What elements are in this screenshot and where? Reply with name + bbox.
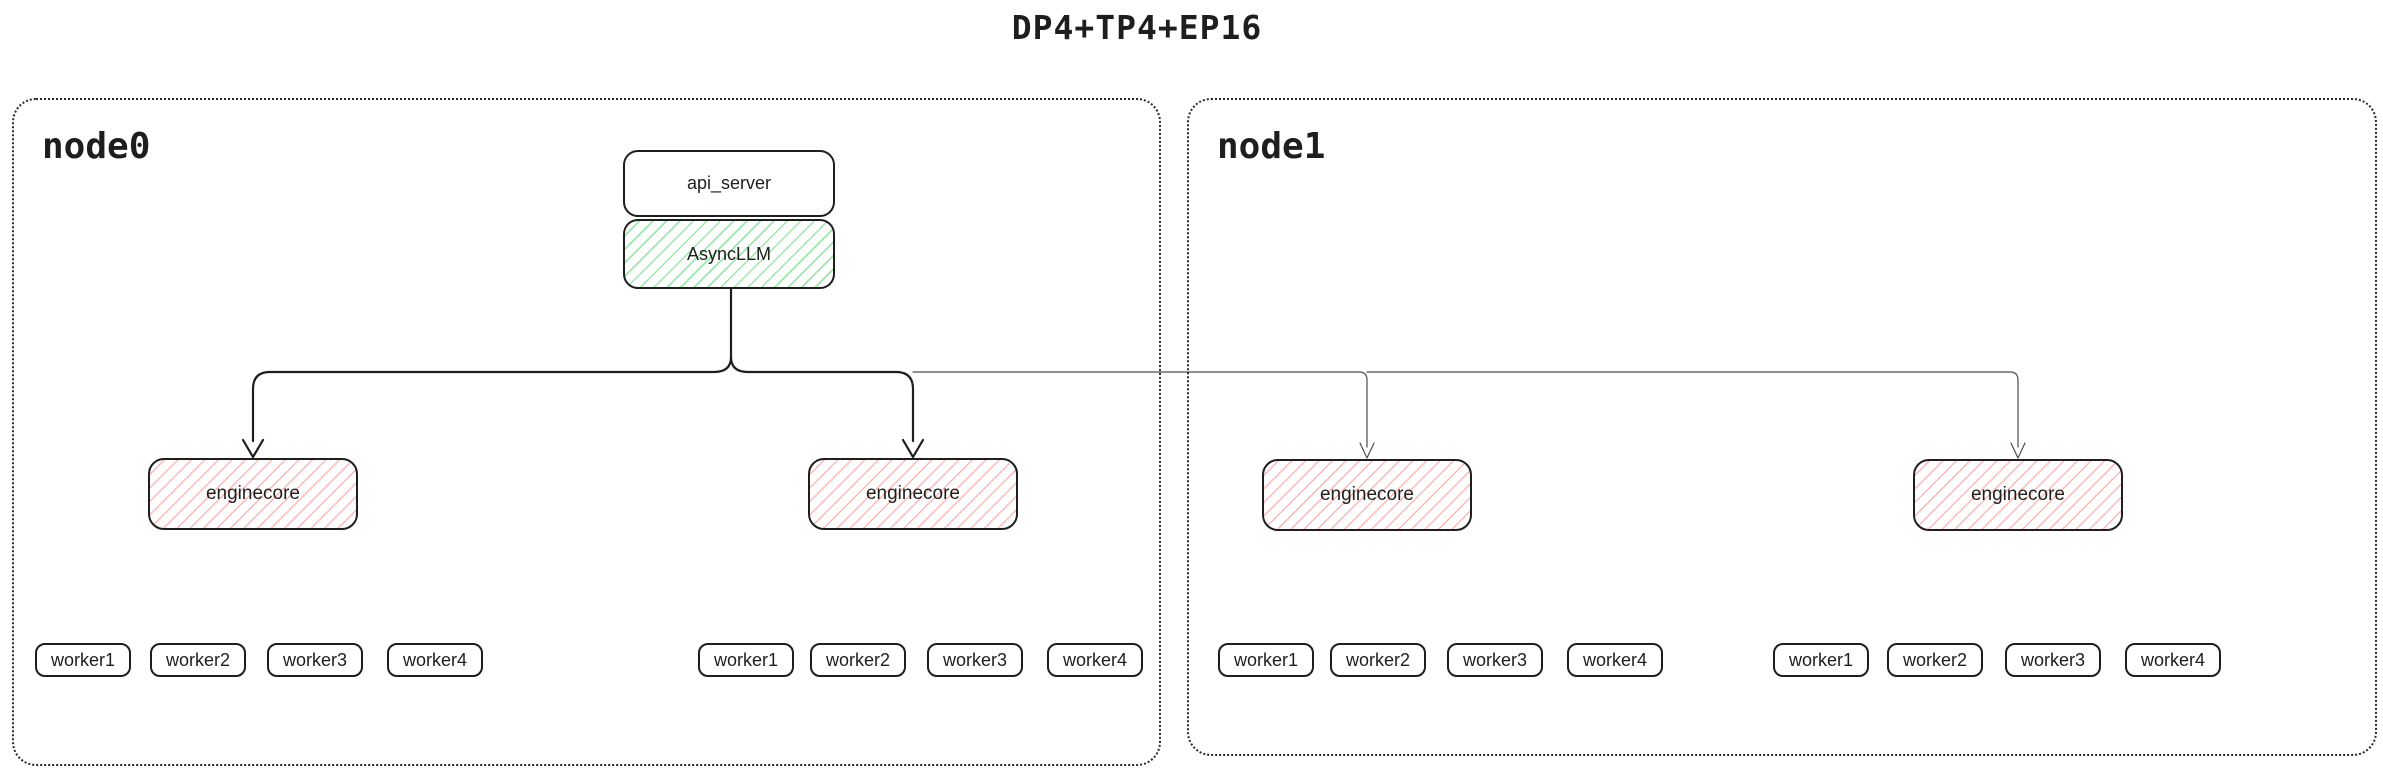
node1-enginecore1-box: enginecore [1262,459,1472,531]
enginecore-label: enginecore [1319,484,1415,505]
worker-box: worker2 [1887,643,1983,677]
node1-enginecore2-box: enginecore [1913,459,2123,531]
diagram-title: DP4+TP4+EP16 [1011,8,1263,47]
worker-label: worker4 [1062,649,1128,670]
enginecore-label: enginecore [1970,484,2066,505]
worker-label: worker4 [402,649,468,670]
node0-label: node0 [42,126,151,167]
worker-label: worker2 [1345,649,1411,670]
worker-label: worker3 [942,649,1008,670]
worker-box: worker4 [1047,643,1143,677]
worker-box: worker2 [810,643,906,677]
enginecore-label: enginecore [865,483,961,504]
api-server-label: api_server [686,173,772,193]
enginecore-label: enginecore [205,483,301,504]
node0-enginecore1-box: enginecore [148,458,358,530]
worker-label: worker1 [1233,649,1299,670]
worker-label: worker2 [1902,649,1968,670]
worker-label: worker1 [713,649,779,670]
worker-box: worker3 [927,643,1023,677]
worker-box: worker2 [1330,643,1426,677]
worker-box: worker4 [2125,643,2221,677]
worker-label: worker4 [1582,649,1648,670]
worker-box: worker1 [1218,643,1314,677]
worker-label: worker2 [825,649,891,670]
worker-label: worker4 [2140,649,2206,670]
worker-box: worker1 [698,643,794,677]
api-server-box: api_server [623,150,835,217]
worker-label: worker2 [165,649,231,670]
worker-box: worker3 [1447,643,1543,677]
worker-label: worker3 [1462,649,1528,670]
worker-label: worker1 [1788,649,1854,670]
worker-box: worker3 [2005,643,2101,677]
worker-label: worker1 [50,649,116,670]
worker-box: worker1 [35,643,131,677]
worker-label: worker3 [2020,649,2086,670]
asyncllm-label: AsyncLLM [686,243,772,264]
worker-box: worker2 [150,643,246,677]
asyncllm-box: AsyncLLM [623,219,835,289]
worker-box: worker3 [267,643,363,677]
worker-box: worker4 [387,643,483,677]
node0-enginecore2-box: enginecore [808,458,1018,530]
worker-box: worker4 [1567,643,1663,677]
node1-label: node1 [1217,126,1326,167]
worker-label: worker3 [282,649,348,670]
worker-box: worker1 [1773,643,1869,677]
